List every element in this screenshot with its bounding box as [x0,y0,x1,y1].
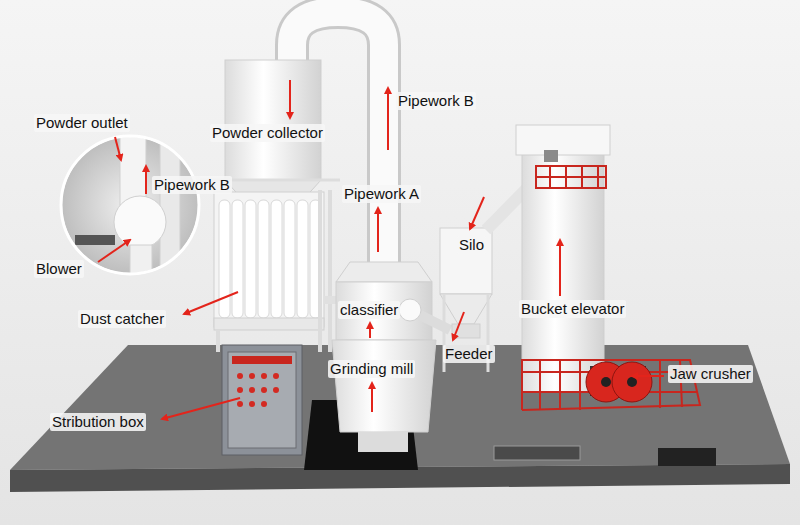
part-label: Pipework B [396,92,476,110]
part-label: Grinding mill [328,360,415,378]
part-label: Silo [457,236,486,254]
part-label: Jaw crusher [668,365,753,383]
part-label: classifier [338,301,400,319]
part-label: Powder outlet [34,114,130,132]
part-label: Powder collector [210,124,325,142]
part-label: Pipework A [342,185,421,203]
part-label: Dust catcher [78,310,166,328]
part-label: Pipework B [152,176,232,194]
part-label: Stribution box [50,413,146,431]
part-label: Feeder [443,345,495,363]
part-label: Bucket elevator [519,300,626,318]
part-label: Blower [34,260,84,278]
